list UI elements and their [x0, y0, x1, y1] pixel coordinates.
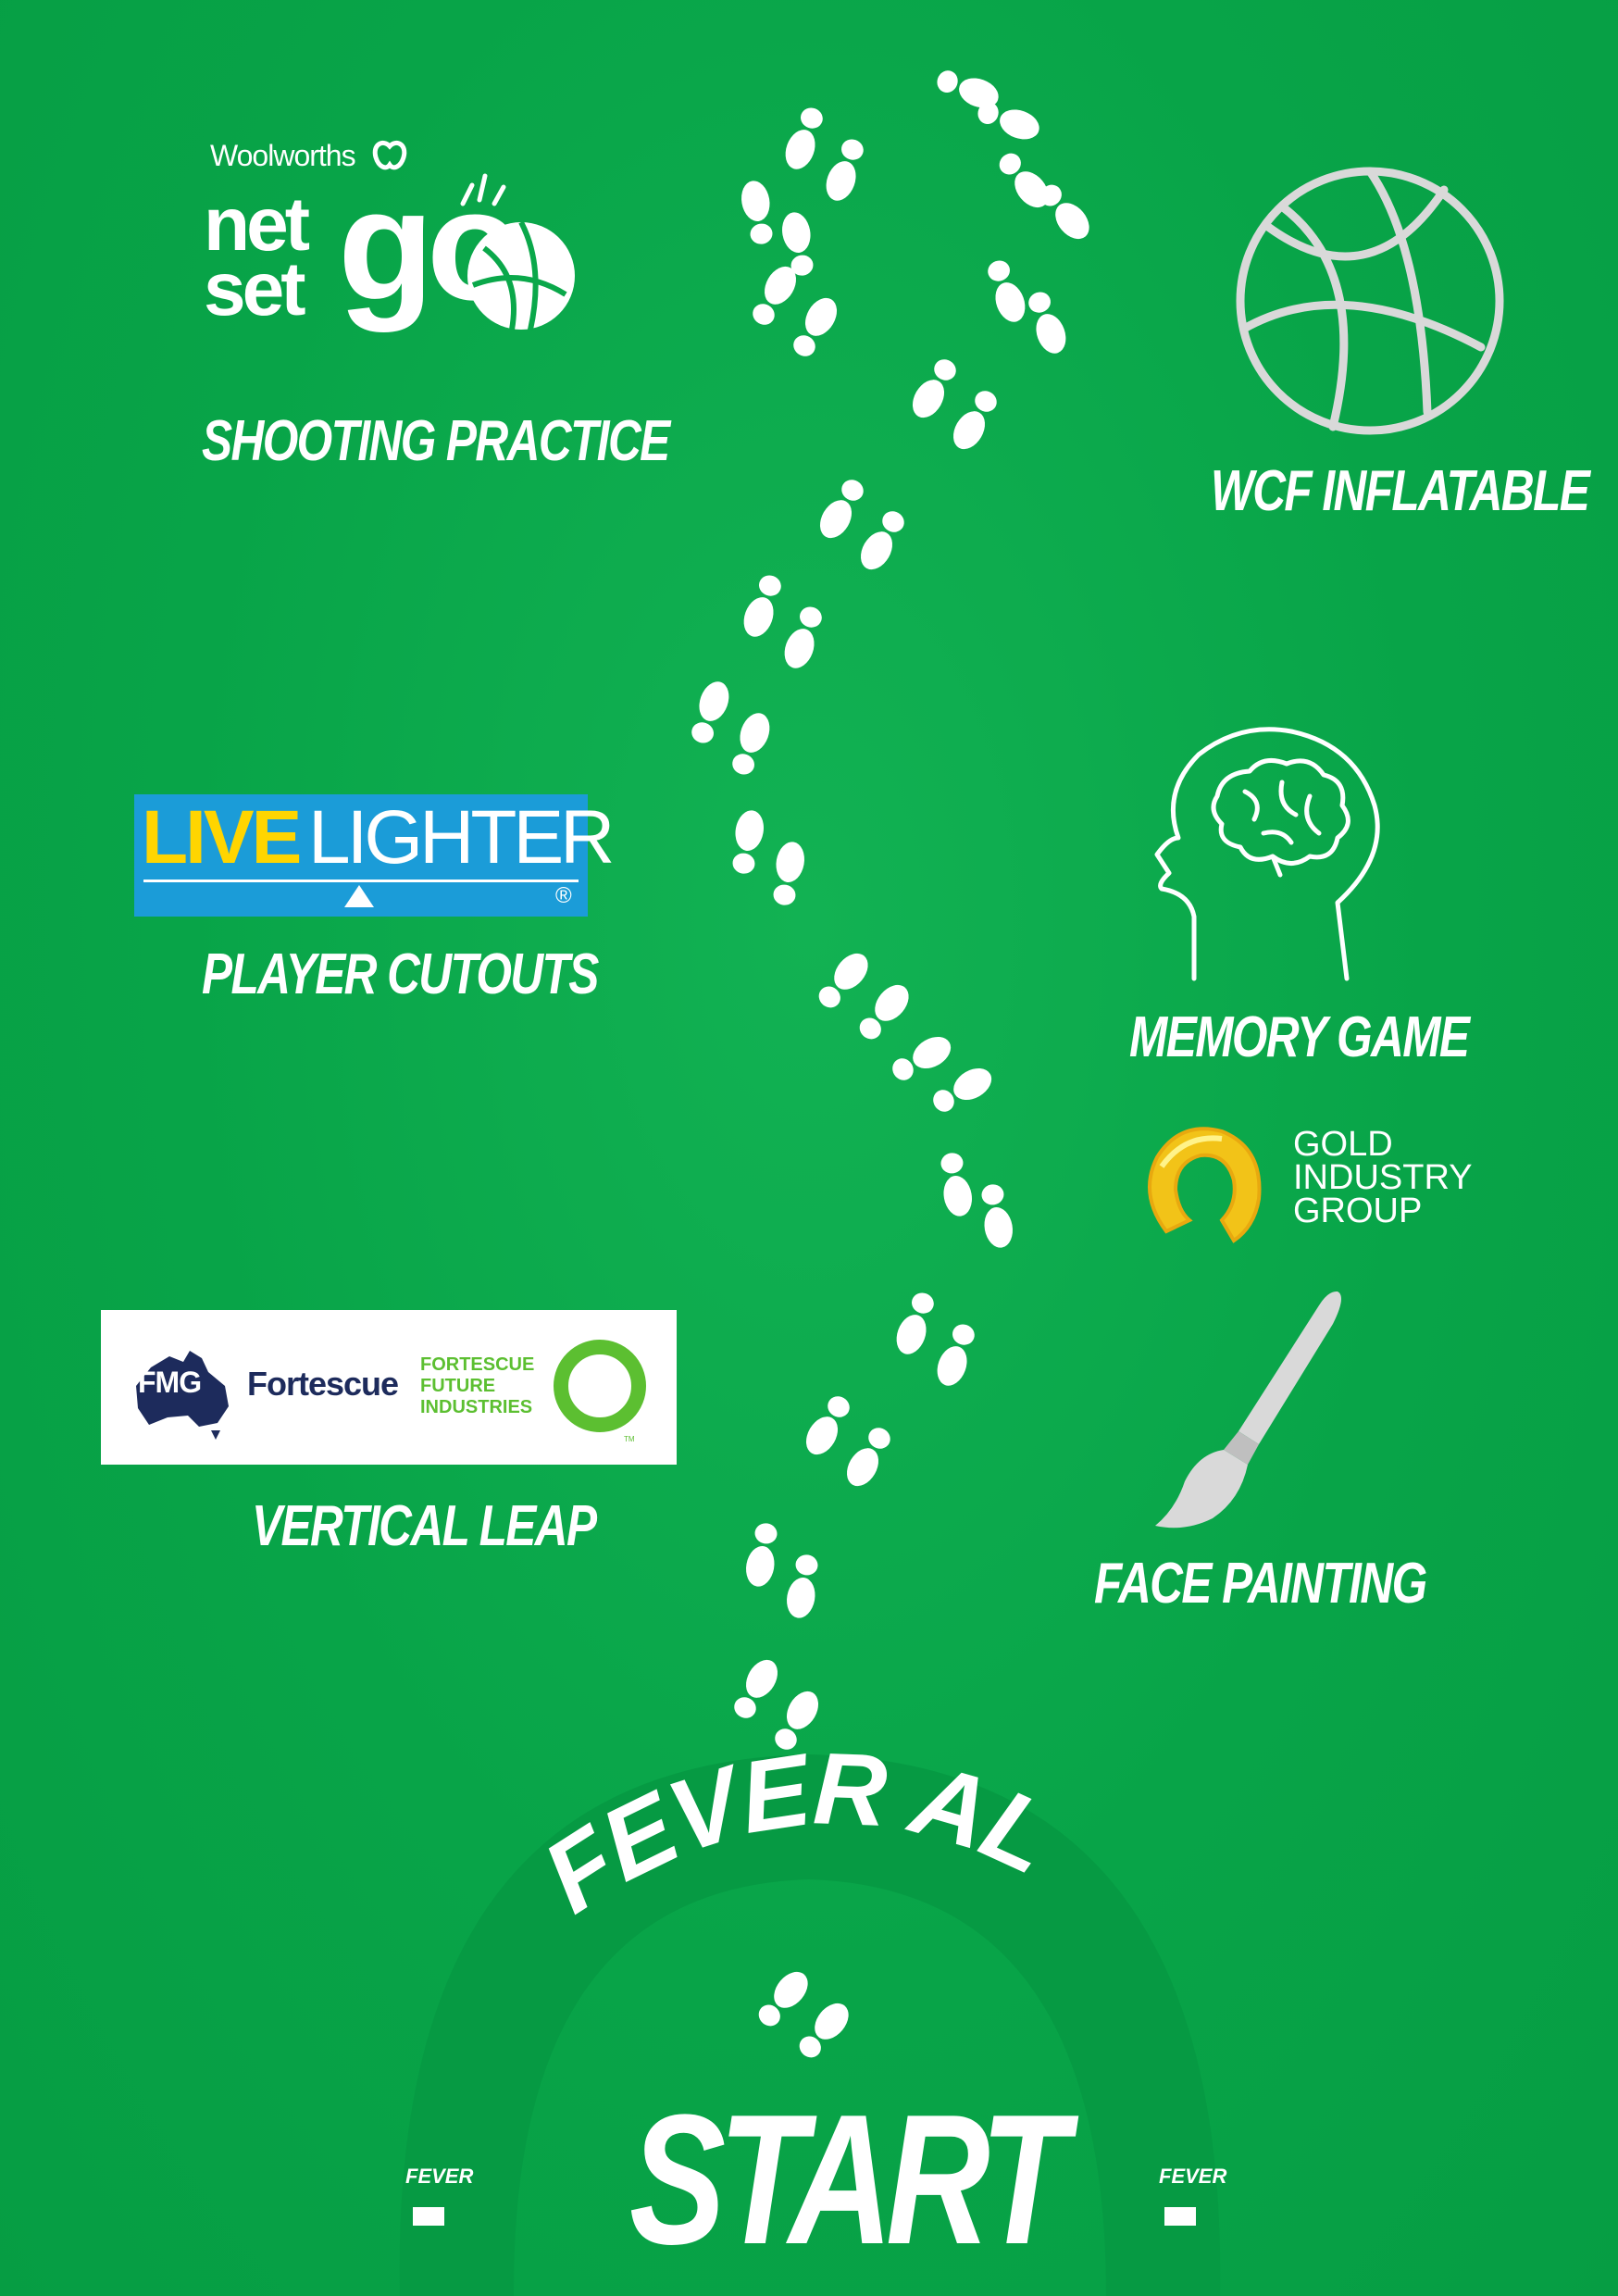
footprint-icon: [741, 181, 773, 244]
footprint-icon: [732, 713, 770, 775]
paintbrush-icon: [1155, 1291, 1341, 1529]
livelighter-underline: [143, 880, 579, 882]
label-memory-game: MEMORY GAME: [1129, 1005, 1470, 1069]
footprint-icon: [1028, 292, 1066, 354]
footprint-icon: [912, 359, 956, 418]
footprint-icon: [977, 102, 1039, 140]
fortescue-wordmark: Fortescue: [247, 1365, 399, 1403]
livelighter-live: LIVE: [142, 795, 302, 880]
footprint-icon: [753, 266, 797, 325]
footprint-icon: [785, 107, 823, 169]
fever-badge-right: FEVER: [1155, 2139, 1226, 2231]
netball-icon: [467, 220, 575, 331]
start-label: START: [629, 2077, 1068, 2283]
fever-badge-mark: [413, 2207, 444, 2226]
gold-industry-group-logo: GOLD INDUSTRY GROUP: [1134, 1106, 1486, 1254]
footprint-icon: [846, 1428, 890, 1487]
fever-badge-text: FEVER: [1159, 2165, 1227, 2188]
footprint-icon: [784, 606, 822, 668]
footprint-icon: [859, 984, 909, 1040]
footprint-icon: [793, 297, 838, 356]
netsetgo-net: net: [204, 182, 310, 267]
footprint-icon: [826, 139, 864, 201]
footprint-icon: [981, 1184, 1013, 1248]
footprint-icon: [892, 1036, 952, 1080]
gold-text-1: GOLD: [1293, 1125, 1393, 1164]
footprint-icon: [818, 953, 868, 1008]
footprint-icon: [732, 810, 764, 874]
ffi-ring-icon: [554, 1340, 646, 1432]
gold-ring-icon: [1148, 1127, 1262, 1243]
netsetgo-logo: Woolworths net set go: [199, 130, 588, 389]
woolworths-apple-icon: [372, 141, 407, 170]
gold-text-2: INDUSTRY: [1293, 1158, 1473, 1197]
netball-outline-icon: [1236, 167, 1504, 435]
label-player-cutouts: PLAYER CUTOUTS: [202, 942, 599, 1006]
footprint-icon: [860, 511, 904, 570]
footprint-icon: [805, 1396, 850, 1455]
footprint-icon: [746, 1523, 778, 1587]
label-vertical-leap: VERTICAL LEAP: [252, 1494, 597, 1558]
ffi-text-1: FORTESCUE: [420, 1354, 535, 1375]
fever-badge-mark: [1164, 2207, 1196, 2226]
ffi-tm: TM: [624, 1435, 635, 1443]
ffi-text-2: FUTURE: [420, 1376, 496, 1396]
footprint-icon: [988, 260, 1026, 322]
livelighter-logo: LIVE LIGHTER ®: [134, 794, 615, 917]
gold-text-3: GROUP: [1293, 1192, 1423, 1230]
footprint-icon: [799, 2003, 849, 2058]
footprint-icon: [940, 1153, 972, 1217]
footprint-icon: [1039, 184, 1089, 240]
ffi-text-3: INDUSTRIES: [420, 1397, 533, 1417]
footprint-icon: [952, 391, 997, 450]
australia-map-icon: [136, 1351, 229, 1440]
splash-icon: [460, 173, 506, 206]
label-shooting-practice: SHOOTING PRACTICE: [202, 409, 670, 473]
footprint-icon: [937, 70, 999, 108]
fortescue-logo: FMG Fortescue FORTESCUE FUTURE INDUSTRIE…: [101, 1310, 677, 1465]
footprint-icon: [775, 1691, 819, 1750]
triangle-icon: [344, 885, 374, 907]
woolworths-wordmark: Woolworths: [210, 139, 356, 172]
label-face-painting: FACE PAINTING: [1094, 1552, 1427, 1616]
footprint-icon: [819, 480, 864, 539]
footprint-icon: [896, 1292, 934, 1354]
footprint-icon: [933, 1067, 992, 1112]
footprint-icon: [743, 575, 781, 637]
netsetgo-set: set: [204, 247, 305, 331]
footprint-icon: [937, 1324, 975, 1386]
footprint-icon: [782, 212, 814, 276]
brain-head-icon: [1154, 727, 1380, 981]
footprint-icon: [734, 1659, 778, 1718]
footprint-icon: [691, 681, 729, 743]
fever-alley-title: FEVER ALLEY: [0, 0, 1070, 1935]
fever-badge-left: FEVER: [400, 2139, 473, 2231]
registered-mark: ®: [555, 883, 572, 908]
footprint-icon: [999, 153, 1049, 208]
footprint-icon: [787, 1554, 818, 1618]
livelighter-lighter: LIGHTER: [308, 795, 615, 880]
label-wcf-inflatable: WCF INFLATABLE: [1211, 459, 1590, 523]
fever-badge-text: FEVER: [405, 2165, 474, 2188]
footprint-icon: [758, 1971, 808, 2027]
fmg-mark: FMG: [138, 1366, 202, 1399]
footprint-icon: [773, 842, 804, 905]
